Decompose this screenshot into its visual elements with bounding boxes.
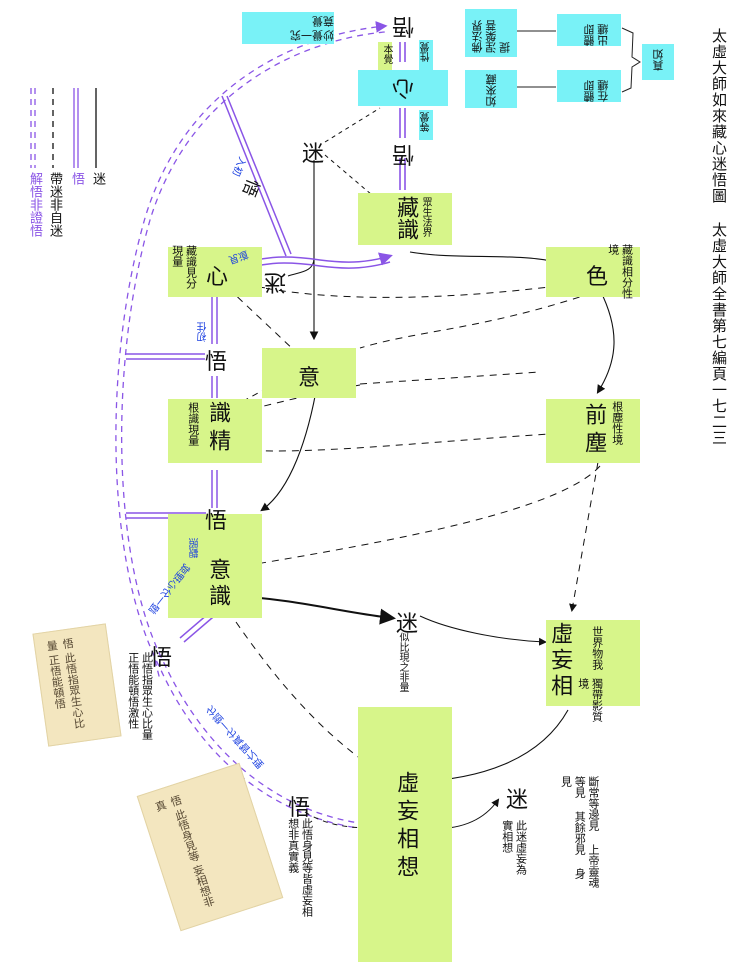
mi-middle: 迷 [396,612,419,637]
zang-shi-main: 藏識 [393,196,419,240]
in-bonds-text: 體即在纏 [583,80,610,102]
node-shi-jing[interactable]: 識精 根識現量 [168,399,262,463]
qian-chen-side: 根塵性境 [610,401,624,445]
yi-to-yishi [260,379,319,512]
box-buddha-dharma: 佛法界 涅槃菩提 [465,9,517,57]
true-suchness-text: 真如 [652,49,665,71]
xin-side: 藏識見分現量 [170,245,198,289]
xing-jue-box: 性覺 [419,40,433,70]
xu-wang-xiang-side2: 獨帶影質境 [576,678,604,722]
tathagatagarbha-text: 如來藏 [485,74,498,107]
se-to-qianchen [596,289,615,394]
mi-bottom: 迷 [506,788,529,813]
manuscript-snippet-1: 悟 此悟指眾生心比量 正悟能頓悟 [32,623,122,747]
deng-jue-box: 等覺 [419,110,433,140]
xwxx-main: 虛妄相想 [393,771,419,883]
node-qian-chen[interactable]: 前塵 根塵性境 [546,399,640,463]
shi-jing-main: 識精 [205,401,231,457]
mi-to-xuwangxiang [419,615,547,646]
blue-guan-zhao: 觀照 [190,538,201,558]
yi-main: 意 [298,366,321,391]
se-main: 色 [586,265,609,290]
out-of-bonds-text: 體即出纏 [583,24,610,46]
wu-left-2: 悟 [205,509,228,534]
heart-box: 心 [358,70,448,106]
node-xu-wang-xiang-xiang[interactable]: 虛妄相想 [358,707,452,962]
box-in-bonds: 體即在纏 [557,70,621,102]
mi-bottom-note: 此迷虛妄為實相想 [500,820,528,875]
legend-mi: 迷 [90,172,105,185]
legend-dai-mi: 帶迷非自迷 [47,172,62,237]
legend-wu: 悟 [69,172,84,185]
wu-bottom-note: 此悟身見等皆虛妄相想非真實義 [286,818,314,917]
deng-jue-text: 等覺 [421,112,432,132]
title-source: 太虛大師全書第七編頁一七二三 [710,222,728,446]
node-yi-shi[interactable]: 意識 觀照 [168,514,262,618]
box-out-of-bonds: 體即出纏 [557,14,621,46]
blue-chu-zhu: 初住 [198,322,209,342]
zang-shi-side: 眾生法界 [420,197,431,237]
wu-top-label: 悟 [392,13,415,38]
wu-bottom: 悟 [288,796,311,821]
miao-jue-text: 妙覺一究竟覺 [290,14,334,42]
top-right-bracket [517,27,641,93]
buddha-dharma-text: 佛法界 涅槃菩提 [471,20,512,53]
qian-chen-main: 前塵 [581,403,607,459]
mi-xin-hook [287,257,315,277]
se-side: 藏識相分性境 [606,244,634,299]
wu-left-note: 此悟指眾生心比量 正悟能頓悟激性 [126,652,154,740]
mi-bottom-far-note: 斷常等邊見 上帝靈魂等見 其餘邪見 身見 [559,776,601,888]
xing-jue-text: 性覺 [421,42,432,62]
box-miao-jue: 妙覺一究竟覺 [242,12,334,44]
node-xu-wang-xiang[interactable]: 虛妄相 世界物我 獨帶影質境 [546,620,640,722]
mi-top-label: 迷 [302,142,325,167]
wu-lower-label: 悟 [392,141,415,166]
wu-to-xwxx [304,811,401,829]
legend-lines [30,88,97,168]
wu-left-1: 悟 [205,344,228,376]
manuscript-text-1: 悟 此悟指眾生心比量 正悟能頓悟 [44,637,87,730]
ben-jue-box: 本覺 [378,42,392,72]
shi-jing-side: 根識現量 [186,402,200,446]
mi-near-xin: 迷 [264,269,287,294]
xu-wang-xiang-main: 虛妄相 [547,622,573,700]
node-xin[interactable]: 心 藏識見分現量 [168,245,262,297]
heart-text: 心 [392,75,415,100]
ben-jue-text: 本覺 [381,44,392,64]
title-main: 太虛大師如來藏心迷悟圖 [710,28,728,204]
node-zang-shi[interactable]: 藏識 眾生法界 [358,193,452,245]
node-se[interactable]: 色 藏識相分性境 [546,244,640,299]
xu-wang-xiang-side1: 世界物我 [590,626,604,670]
wu-bottom-left: 悟 [150,646,173,671]
yi-shi-main: 意識 [205,558,231,610]
node-yi[interactable]: 意 [262,348,356,398]
heart-wu-lines [399,42,406,190]
mi-middle-note: 似比現之非量 [397,632,408,692]
xin-main: 心 [206,265,229,290]
box-tathagatagarbha: 如來藏 [465,70,517,108]
box-true-suchness: 真如 [642,44,674,80]
legend-jie-wu: 解悟非證悟 [27,172,42,237]
